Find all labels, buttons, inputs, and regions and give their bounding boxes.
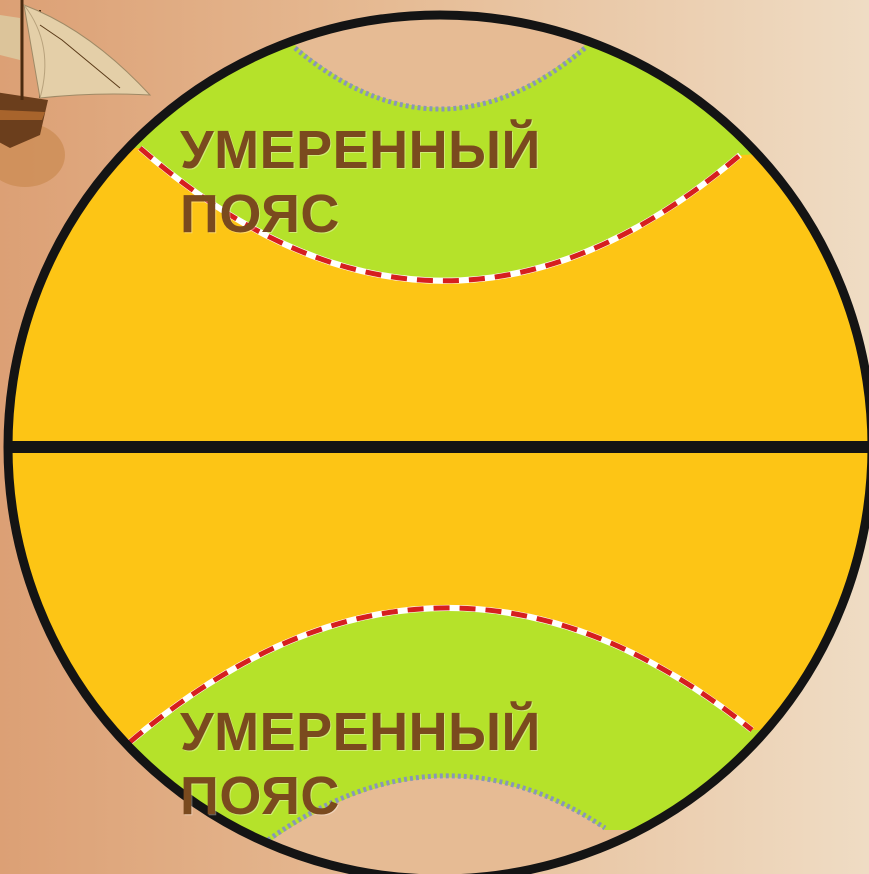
north-temperate-label: УМЕРЕННЫЙ ПОЯС	[180, 118, 541, 246]
south-label-line1: УМЕРЕННЫЙ	[180, 700, 541, 764]
south-temperate-label: УМЕРЕННЫЙ ПОЯС	[180, 700, 541, 828]
north-label-line2: ПОЯС	[180, 182, 541, 246]
north-label-line1: УМЕРЕННЫЙ	[180, 118, 541, 182]
south-label-line2: ПОЯС	[180, 764, 541, 828]
